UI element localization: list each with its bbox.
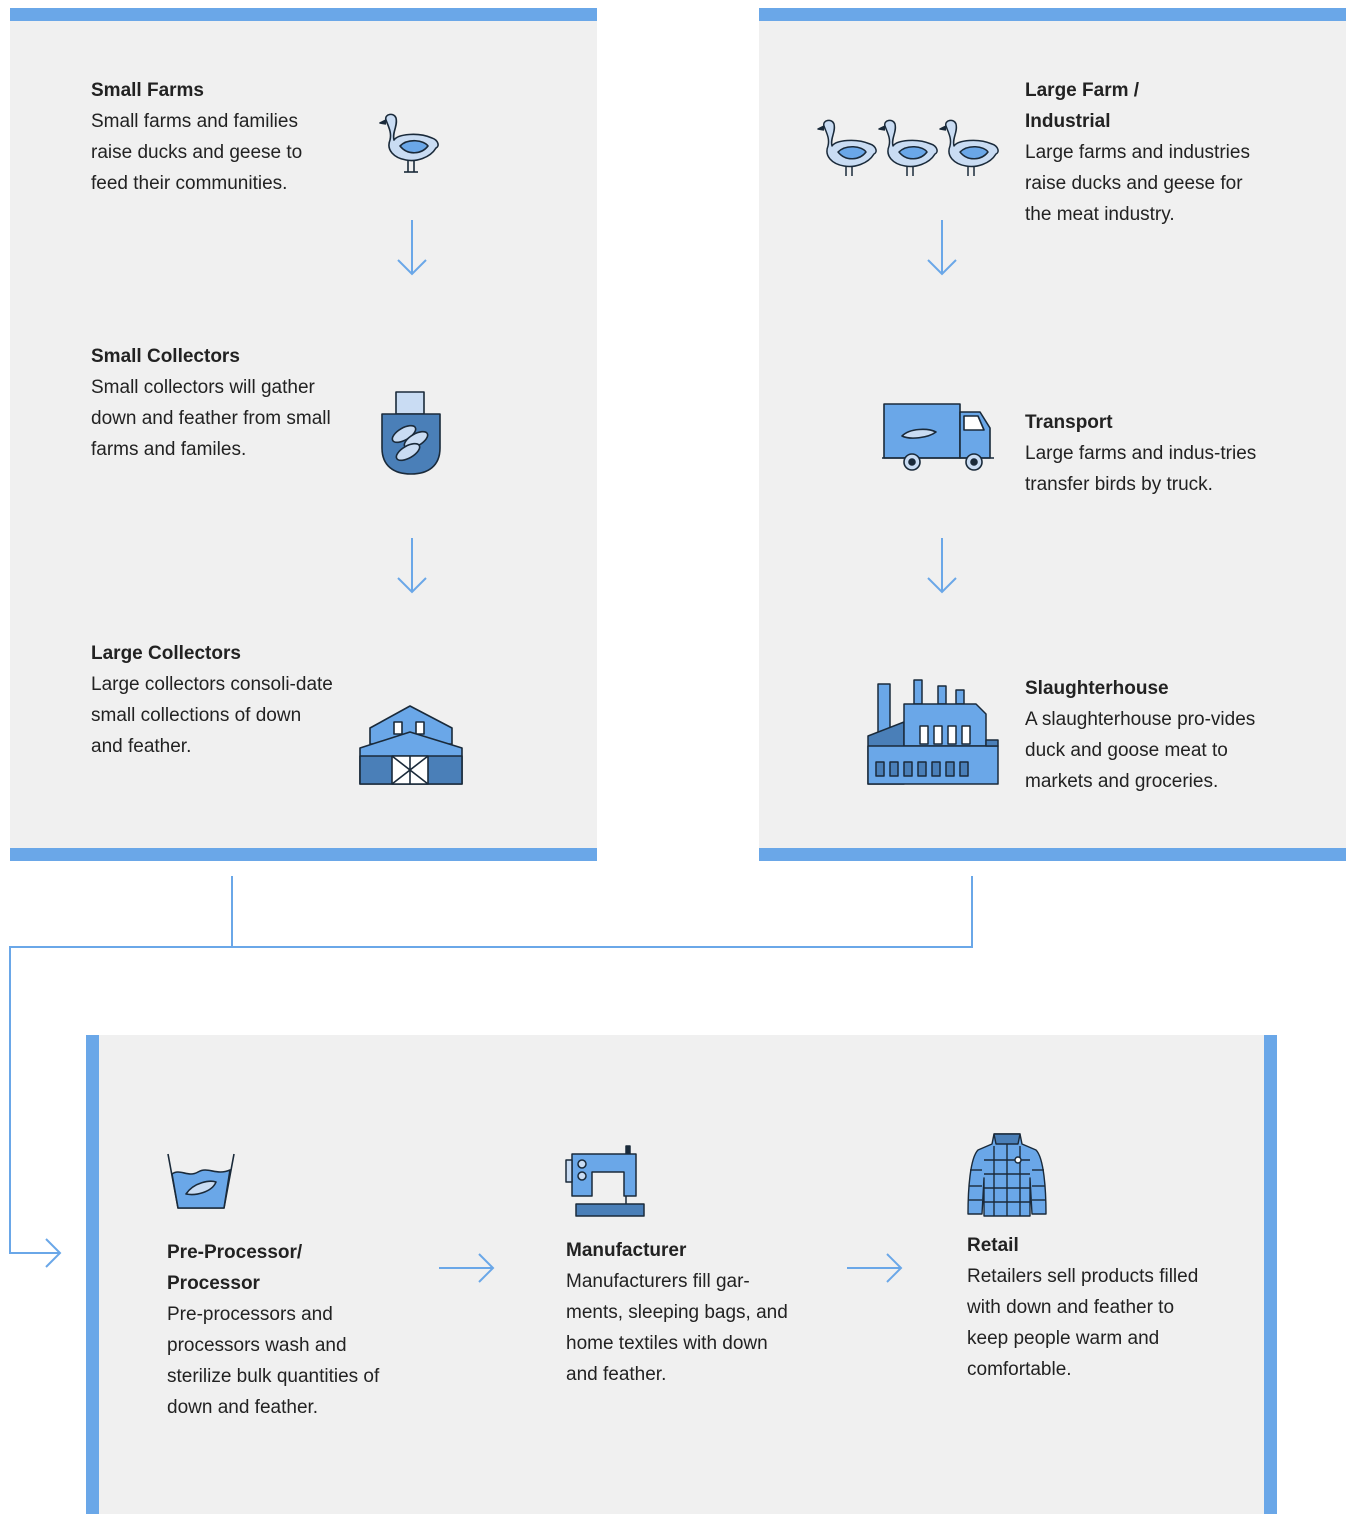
step-title: Transport <box>1025 412 1113 433</box>
arrow-right-1 <box>439 1253 495 1283</box>
collection-bag-icon <box>381 391 441 475</box>
step-title: Slaughterhouse <box>1025 678 1169 699</box>
step-title: Manufacturer <box>566 1240 687 1261</box>
wash-basin-icon <box>167 1153 235 1209</box>
step-title: Large Collectors <box>91 643 241 664</box>
step-title: Large Farm / Industrial <box>1025 80 1140 132</box>
arrow-down-left-2 <box>397 538 427 594</box>
step-title: Retail <box>967 1235 1019 1256</box>
step-retail: Retail Retailers sell products filled wi… <box>967 1230 1207 1385</box>
right-panel-top-bar <box>759 8 1346 21</box>
arrow-down-left-1 <box>397 220 427 276</box>
step-description: A slaughterhouse pro-vides duck and goos… <box>1025 709 1256 792</box>
sewing-machine-icon <box>565 1145 645 1217</box>
goose-icon <box>379 113 439 173</box>
step-description: Small farms and families raise ducks and… <box>91 111 303 194</box>
step-large-collectors: Large Collectors Large collectors consol… <box>91 638 336 762</box>
arrow-right-2 <box>847 1253 903 1283</box>
bottom-panel <box>86 1035 1277 1514</box>
step-description: Small collectors will gather down and fe… <box>91 377 331 460</box>
step-description: Large farms and industries raise ducks a… <box>1025 142 1250 225</box>
step-slaughterhouse: Slaughterhouse A slaughterhouse pro-vide… <box>1025 673 1260 797</box>
step-description: Retailers sell products filled with down… <box>967 1266 1199 1380</box>
step-manufacturer: Manufacturer Manufacturers fill gar-ment… <box>566 1235 796 1390</box>
bottom-panel-right-bar <box>1264 1035 1277 1514</box>
step-pre-processor: Pre-Processor/ Processor Pre-processors … <box>167 1237 402 1423</box>
bottom-panel-left-bar <box>86 1035 99 1514</box>
left-panel <box>10 8 597 860</box>
right-panel-bottom-bar <box>759 848 1346 861</box>
step-description: Manufacturers fill gar-ments, sleeping b… <box>566 1271 788 1385</box>
step-title: Pre-Processor/ Processor <box>167 1242 303 1294</box>
left-panel-top-bar <box>10 8 597 21</box>
arrow-down-right-2 <box>927 538 957 594</box>
left-panel-bottom-bar <box>10 848 597 861</box>
barn-icon <box>359 705 463 785</box>
step-description: Large collectors consoli-date small coll… <box>91 674 333 757</box>
step-small-farms: Small Farms Small farms and families rai… <box>91 75 341 199</box>
truck-icon <box>882 403 994 471</box>
geese-flock-icon <box>817 119 999 176</box>
step-description: Large farms and indus-tries transfer bir… <box>1025 443 1257 495</box>
arrow-down-right-1 <box>927 220 957 276</box>
step-small-collectors: Small Collectors Small collectors will g… <box>91 341 341 465</box>
step-transport: Transport Large farms and indus-tries tr… <box>1025 407 1260 500</box>
step-large-farm-industrial: Large Farm / Industrial Large farms and … <box>1025 75 1265 230</box>
step-title: Small Collectors <box>91 346 240 367</box>
factory-icon <box>867 679 999 785</box>
step-title: Small Farms <box>91 80 204 101</box>
down-jacket-icon <box>967 1133 1047 1217</box>
step-description: Pre-processors and processors wash and s… <box>167 1304 380 1418</box>
